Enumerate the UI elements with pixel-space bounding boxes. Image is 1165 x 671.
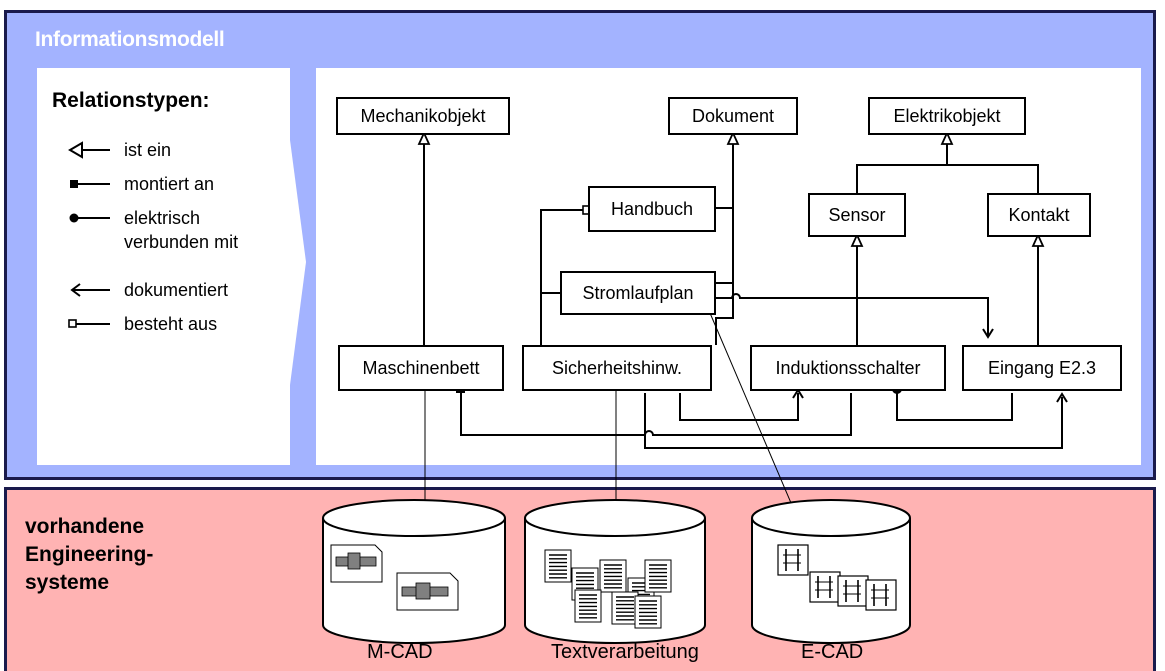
mcad-database-icon — [322, 499, 506, 644]
schematic-sheet-icon — [837, 575, 869, 607]
textverarbeitung-label: Textverarbeitung — [551, 641, 699, 663]
mcad-drawing-icon-2 — [396, 572, 459, 611]
text-database-icon — [524, 499, 706, 644]
engineering-title-line-2: Engineering- — [25, 543, 154, 566]
box-maschinenbett[interactable]: Maschinenbett — [338, 345, 504, 391]
box-handbuch[interactable]: Handbuch — [588, 186, 716, 232]
text-document-icons — [544, 549, 672, 629]
box-eingang[interactable]: Eingang E2.3 — [962, 345, 1122, 391]
engineering-title-line-1: vorhandene — [25, 515, 145, 538]
legend-label-elektrisch: elektrisch verbunden mit — [124, 208, 239, 252]
transition-arrow-icon — [290, 140, 306, 385]
document-page-icon — [599, 559, 627, 593]
legend-label-montiert-an: montiert an — [124, 174, 215, 194]
legend-title: Relationstypen: — [52, 89, 210, 112]
document-page-icon — [634, 595, 662, 629]
document-page-icon — [611, 591, 639, 625]
ecad-database-icon — [751, 499, 911, 644]
schematic-sheet-icon — [809, 571, 841, 603]
document-page-icon — [544, 549, 572, 583]
legend-filled-square-icon — [70, 180, 110, 188]
schematic-sheet-icon — [777, 544, 809, 576]
legend-filled-circle-icon — [69, 213, 110, 223]
mcad-drawing-icon — [330, 544, 383, 583]
box-kontakt[interactable]: Kontakt — [987, 193, 1091, 237]
box-sicherheitshinw[interactable]: Sicherheitshinw. — [522, 345, 712, 391]
box-induktionsschalter[interactable]: Induktionsschalter — [750, 345, 946, 391]
engineering-title-line-3: systeme — [25, 571, 110, 594]
document-page-icon — [644, 559, 672, 593]
legend-arrow-head-icon — [70, 283, 110, 297]
schematic-sheet-icon — [865, 579, 897, 611]
legend-open-square-icon — [68, 319, 110, 328]
engineering-systems-title: vorhandene Engineering- systeme — [25, 513, 225, 597]
ecad-label: E-CAD — [801, 641, 864, 663]
legend-label-besteht-aus: besteht aus — [124, 314, 218, 334]
box-dokument[interactable]: Dokument — [668, 97, 798, 135]
box-stromlaufplan[interactable]: Stromlaufplan — [560, 271, 716, 315]
box-sensor[interactable]: Sensor — [808, 193, 906, 237]
mcad-label: M-CAD — [367, 641, 433, 663]
box-mechanikobjekt[interactable]: Mechanikobjekt — [336, 97, 510, 135]
legend-panel — [37, 68, 290, 465]
inheritance-triangles — [417, 130, 1045, 247]
box-elektrikobjekt[interactable]: Elektrikobjekt — [868, 97, 1026, 135]
legend-open-triangle-icon — [68, 141, 110, 159]
diagram-connectors — [423, 143, 1063, 449]
legend-label-ist-ein: ist ein — [124, 140, 172, 160]
information-model-title: Informationsmodell — [35, 28, 225, 51]
ecad-schematic-icons — [777, 544, 897, 611]
document-page-icon — [574, 589, 602, 623]
legend-label-dokumentiert: dokumentiert — [124, 280, 229, 300]
